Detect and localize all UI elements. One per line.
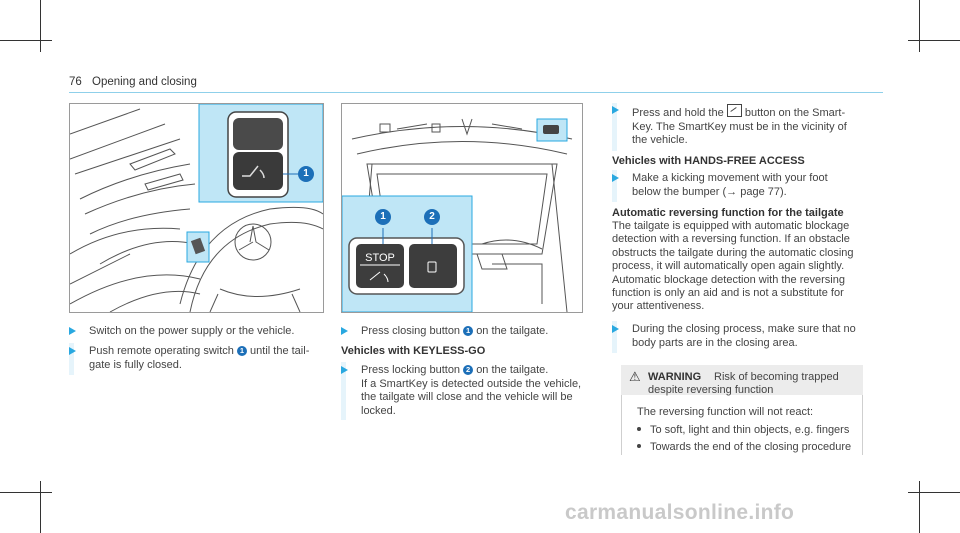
step-kick: Make a kicking movement with your foot b…	[612, 172, 872, 199]
crop-mark	[919, 481, 920, 533]
step-bar	[612, 321, 617, 353]
stop-label: STOP	[365, 252, 395, 264]
step-arrow-icon	[69, 347, 76, 355]
heading-hands-free: Vehicles with HANDS-FREE ACCESS	[612, 155, 805, 167]
step-press-closing: Press closing button 1 on the tailgate.	[341, 325, 581, 339]
crop-mark	[908, 492, 960, 493]
step-arrow-icon	[612, 174, 619, 182]
step-bar	[341, 362, 346, 420]
step-closing-area: During the closing process, make sure th…	[612, 323, 877, 350]
callout-1: 1	[375, 209, 391, 225]
callout-ref-1: 1	[236, 346, 247, 356]
callout-2: 2	[424, 209, 440, 225]
step-arrow-icon	[341, 327, 348, 335]
step-arrow-icon	[612, 325, 619, 333]
watermark: carmanualsonline.info	[565, 501, 795, 524]
step-push-switch: Push remote operating switch 1 until the…	[69, 345, 322, 372]
warning-body: The reversing function will not react: T…	[621, 395, 863, 455]
crop-mark	[0, 40, 52, 41]
callout-1: 1	[298, 166, 314, 182]
figure-door-switch: 1	[69, 103, 324, 313]
crop-mark	[40, 0, 41, 52]
step-bar	[612, 103, 617, 151]
step-arrow-icon	[69, 327, 76, 335]
step-press-hold: Press and hold the button on the Smart- …	[612, 104, 872, 148]
warning-bullet: To soft, light and thin objects, e.g. fi…	[637, 424, 849, 436]
tailgate-key-icon	[726, 104, 742, 117]
warning-box: ⚠ WARNING Risk of becoming trapped despi…	[621, 365, 863, 455]
warning-header: ⚠ WARNING Risk of becoming trapped despi…	[621, 365, 863, 396]
page-header: 76 Opening and closing	[69, 76, 197, 88]
step-bar	[612, 170, 617, 202]
reversing-paragraph: The tailgate is equipped with automatic …	[612, 220, 854, 313]
heading-reversing: Automatic reversing function for the tai…	[612, 207, 844, 219]
header-rule	[69, 92, 883, 93]
section-title: Opening and closing	[92, 76, 197, 88]
callout-ref-1: 1	[463, 326, 474, 336]
callout-ref-2: 2	[463, 365, 474, 375]
step-press-locking: Press locking button 2 on the tailgate. …	[341, 364, 586, 418]
step-arrow-icon	[612, 106, 619, 114]
crop-mark	[919, 0, 920, 52]
step-switch-on: Switch on the power supply or the vehicl…	[69, 325, 322, 339]
crop-mark	[40, 481, 41, 533]
step-arrow-icon	[341, 366, 348, 374]
page-number: 76	[69, 76, 82, 88]
heading-keyless-go: Vehicles with KEYLESS-GO	[341, 345, 486, 357]
figure-tailgate: STOP 1 2	[341, 103, 583, 313]
warning-triangle-icon: ⚠	[629, 369, 641, 384]
step-bar	[69, 343, 74, 375]
warning-bullet: Towards the end of the closing procedure	[637, 441, 851, 453]
crop-mark	[0, 492, 52, 493]
crop-mark	[908, 40, 960, 41]
